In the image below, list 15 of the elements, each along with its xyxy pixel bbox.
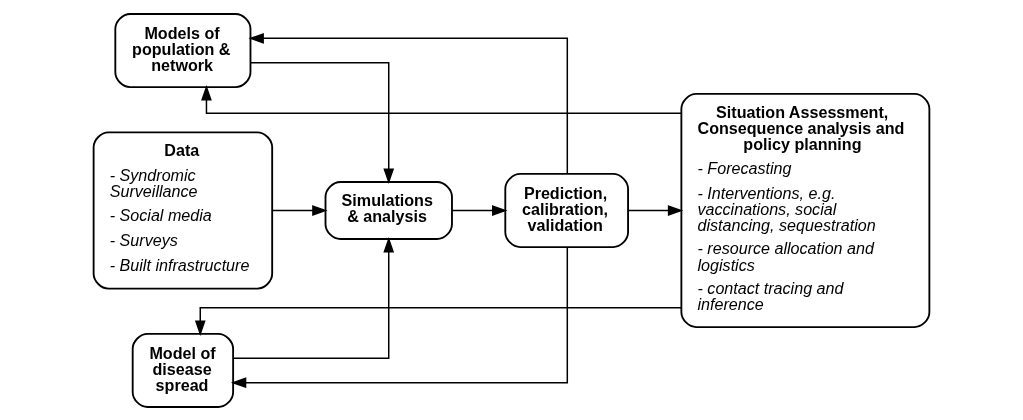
arrow [271,204,328,216]
node-box: Situation Assessment, Consequence analysis and policy planning - Forecasting - Interventions, e.g. vaccinations, social distancing, sequestration - resource allocation and logistics - contact tracing and inference [680,92,931,328]
arrow [248,32,569,174]
arrow [194,306,682,336]
arrow [627,204,684,216]
node-box: Model of disease spread [131,332,235,408]
arrow [250,61,395,184]
arrow [230,246,569,388]
node-box: Models of population & network [114,12,252,88]
node-box: Prediction, calibration, validation [504,172,629,248]
arrow [201,84,683,114]
arrow [451,204,508,216]
arrow [232,236,395,359]
node-box: Simulations & analysis [324,180,453,240]
node-box: Data - Syndromic Surveillance - Social media - Surveys - Built infrastructure [92,130,274,290]
